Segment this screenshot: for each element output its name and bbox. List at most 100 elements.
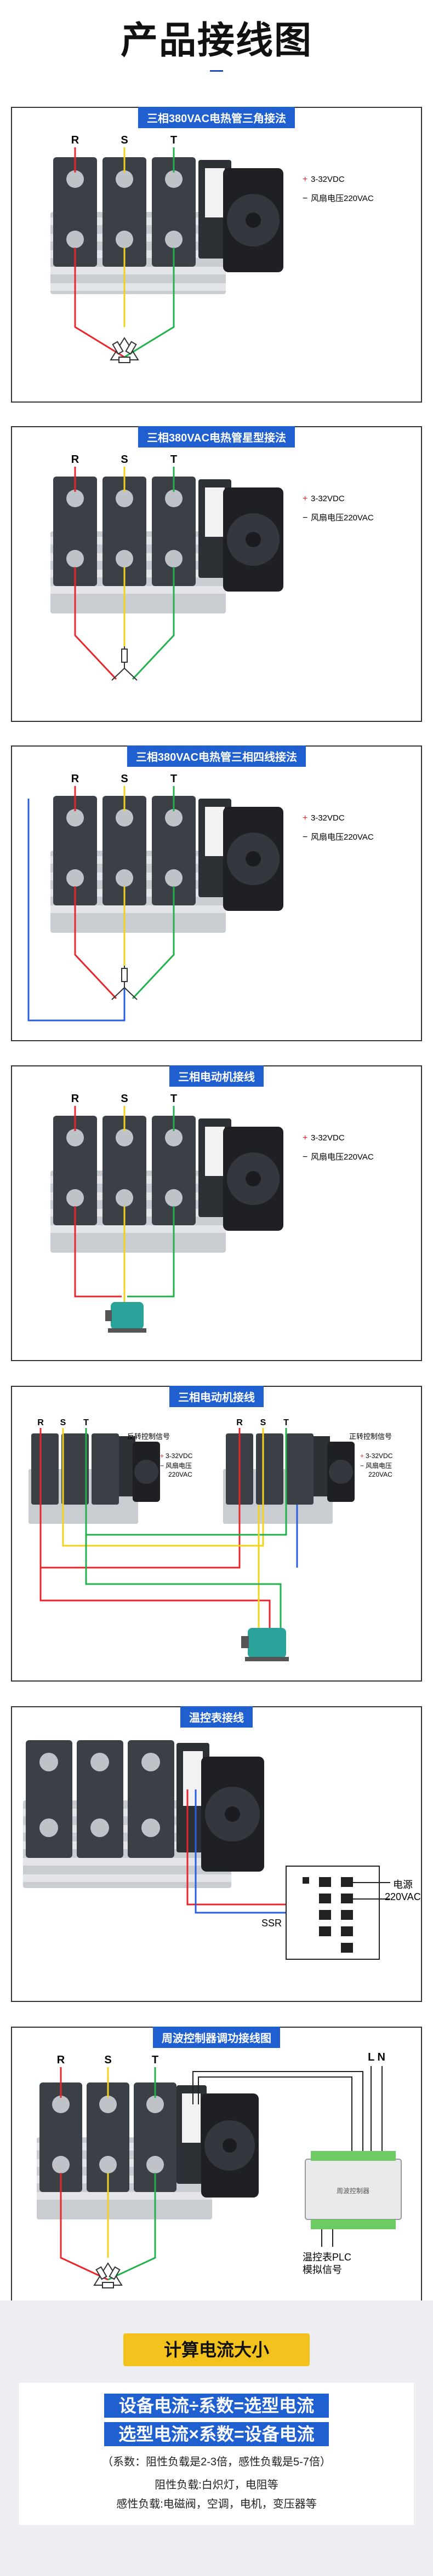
ssr-module (50, 796, 283, 933)
coefficient-note: （系数：阻性负载是2-3倍，感性负载是5-7倍） (102, 2456, 331, 2468)
plus-terminal-label-right: + (360, 1452, 364, 1460)
signal-voltage-label: 3-32VDC (311, 1133, 345, 1143)
panel-title: 周波控制器调功接线图 (153, 2027, 280, 2048)
signal-voltage-label-right: 3-32VDC (366, 1452, 393, 1460)
phase-t-label: T (170, 1093, 177, 1105)
fan-voltage-value: 220VAC (168, 1471, 192, 1478)
ssr-module-left (29, 1433, 160, 1524)
fan-voltage-label: 风扇电压220VAC (311, 513, 374, 523)
phase-s-label: S (121, 134, 128, 146)
phase-s-label-right: S (260, 1418, 266, 1427)
ssr-module-right (223, 1433, 355, 1524)
motor-icon (105, 1302, 146, 1333)
four-wire-wiring-diagram: R S T + 3-32VDC − 风扇电压220VAC (27, 773, 374, 1022)
star-heater-symbol (111, 966, 138, 1000)
delta-heater-symbol (110, 337, 139, 363)
plus-terminal-label: + (160, 1452, 164, 1460)
resistive-load-note: 阻性负载:白炽灯，电阻等 (155, 2479, 278, 2491)
panel-thermostat-wiring: SSR 电源 220VAC 温控表接线 (11, 1706, 422, 2002)
panel-title: 三相电动机接线 (169, 1065, 264, 1087)
formula-box: 设备电流÷系数=选型电流 选型电流×系数=设备电流 （系数：阻性负载是2-3倍，… (19, 2383, 414, 2525)
phase-t-label: T (170, 454, 177, 466)
controller-label: 周波控制器 (337, 2187, 369, 2195)
phase-s-label: S (60, 1418, 66, 1427)
phase-t-label: T (170, 134, 177, 146)
ssr-module (50, 477, 283, 613)
phase-r-label: R (57, 2054, 65, 2066)
fan-voltage-label: 风扇电压220VAC (311, 833, 374, 842)
phase-t-label: T (170, 773, 177, 785)
phase-r-label: R (71, 773, 79, 785)
phase-r-label: R (71, 454, 79, 466)
minus-terminal-label: − (303, 194, 307, 203)
minus-terminal-label: − (303, 1152, 307, 1162)
panel-motor-reversing-wiring: R S T R S T 反转控制信号 正转控制信号 + 3-32VDC − 风扇… (11, 1386, 422, 1682)
cycle-controller-diagram: R S T L N 周波控制器 温控表PLC 模拟信号 (37, 2051, 402, 2288)
plus-terminal-label: + (303, 175, 307, 184)
formula-line-2: 选型电流×系数=设备电流 (104, 2422, 329, 2446)
forward-signal-label: 正转控制信号 (349, 1432, 392, 1441)
formula-line-1: 设备电流÷系数=选型电流 (104, 2394, 329, 2418)
fan-voltage-label-right: 风扇电压 (366, 1461, 392, 1470)
panel-motor-wiring: R S T + 3-32VDC − 风扇电压220VAC 三相电动机接线 (11, 1065, 422, 1361)
ssr-label: SSR (261, 1918, 282, 1929)
panel-title: 三相380VAC电热管三相四线接法 (127, 745, 306, 767)
power-label: 电源 (393, 1879, 413, 1890)
analog-signal-label: 模拟信号 (303, 2264, 342, 2275)
panel-title: 三相380VAC电热管星型接法 (138, 426, 295, 447)
phase-s-label: S (104, 2054, 111, 2066)
phase-s-label: S (121, 773, 128, 785)
signal-voltage-label: 3-32VDC (311, 494, 345, 503)
ssr-module (37, 2082, 259, 2219)
panel-title: 三相电动机接线 (169, 1386, 264, 1407)
page-title: 产品接线图 (120, 20, 312, 61)
current-calculation-section: 计算电流大小 设备电流÷系数=选型电流 选型电流×系数=设备电流 （系数：阻性负… (0, 2300, 433, 2576)
delta-heater-symbol (93, 2262, 123, 2288)
panel-title: 温控表接线 (180, 1706, 253, 1728)
star-heater-symbol (111, 646, 138, 681)
fan-voltage-label: 风扇电压220VAC (311, 194, 374, 203)
minus-terminal-label: − (303, 833, 307, 842)
phase-s-label: S (121, 1093, 128, 1105)
title-underline (210, 70, 223, 72)
panel-star-wiring: R S T + 3-32VDC − 风扇电压220VAC 三相380VAC电热管… (11, 426, 422, 722)
phase-r-label: R (71, 134, 79, 146)
star-wiring-diagram: R S T + 3-32VDC − 风扇电压220VAC (50, 454, 374, 681)
ln-label: L N (368, 2051, 385, 2063)
fan-voltage-value-right: 220VAC (368, 1471, 392, 1478)
fan-voltage-label: 风扇电压220VAC (311, 1152, 374, 1162)
phase-r-label: R (37, 1418, 44, 1427)
page-header: 产品接线图 (0, 0, 433, 99)
thermostat-controller (286, 1866, 380, 1960)
phase-t-label: T (152, 2054, 158, 2066)
plus-terminal-label: + (303, 494, 307, 503)
phase-t-label-right: T (283, 1418, 289, 1427)
motor-reversing-diagram: R S T R S T 反转控制信号 正转控制信号 + 3-32VDC − 风扇… (29, 1418, 393, 1661)
phase-t-label: T (83, 1418, 89, 1427)
panel-delta-wiring: R S T + 3-32VDC − 风扇电压220VAC 三相380VAC电热管… (11, 107, 422, 403)
reverse-signal-label: 反转控制信号 (127, 1432, 170, 1441)
phase-r-label: R (71, 1093, 79, 1105)
ssr-module (50, 157, 283, 294)
delta-wiring-diagram: R S T + 3-32VDC − 风扇电压220VAC (50, 134, 374, 363)
minus-terminal-label-right: − (360, 1462, 364, 1470)
inductive-load-note: 感性负载:电磁阀，空调，电机，变压器等 (116, 2498, 317, 2510)
fan-voltage-label: 风扇电压 (166, 1461, 192, 1470)
panel-cycle-controller-wiring: R S T L N 周波控制器 温控表PLC 模拟信号 周波控制器调功接线图 (11, 2027, 422, 2322)
plus-terminal-label: + (303, 813, 307, 823)
minus-terminal-label: − (303, 513, 307, 523)
cycle-controller-device (305, 2151, 402, 2229)
ssr-module (23, 1740, 264, 1888)
motor-icon (241, 1628, 289, 1661)
minus-terminal-label: − (160, 1462, 164, 1470)
ssr-module (50, 1116, 283, 1253)
motor-wiring-diagram: R S T + 3-32VDC − 风扇电压220VAC (50, 1093, 374, 1333)
signal-voltage-label: 3-32VDC (311, 813, 345, 823)
signal-voltage-label: 3-32VDC (311, 175, 345, 184)
panel-title: 三相380VAC电热管三角接法 (138, 107, 295, 128)
phase-s-label: S (121, 454, 128, 466)
phase-r-label-right: R (236, 1418, 243, 1427)
power-voltage-label: 220VAC (385, 1891, 421, 1902)
thermostat-wiring-diagram: SSR 电源 220VAC (23, 1740, 421, 1960)
panel-four-wire-wiring: R S T + 3-32VDC − 风扇电压220VAC 三相380VAC电热管… (11, 745, 422, 1041)
